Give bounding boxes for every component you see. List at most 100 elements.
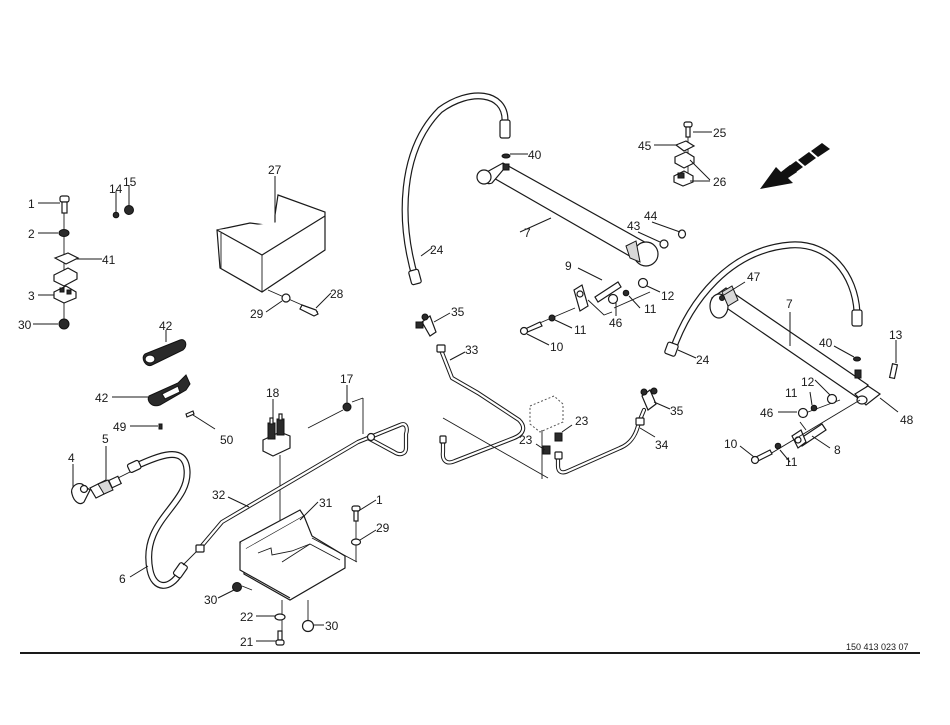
screw-50[interactable]	[185, 410, 216, 430]
nut-12[interactable]	[637, 277, 649, 289]
washer-11d[interactable]	[774, 442, 782, 450]
drawing-number: 150 413 023 07	[846, 642, 909, 652]
callout-30-left: 30	[204, 593, 218, 607]
callout-35-left: 35	[451, 305, 465, 319]
callout-7-lower: 7	[786, 297, 793, 311]
nut-30b[interactable]	[232, 582, 242, 592]
bolt-1b[interactable]	[351, 505, 361, 522]
bolt-28[interactable]	[299, 304, 319, 317]
callout-43: 43	[627, 219, 641, 233]
hydraulic-cylinder-7-lower[interactable]	[709, 281, 882, 406]
callout-15: 15	[123, 175, 137, 189]
callout-24-lower: 24	[696, 353, 710, 367]
seal-ring-40[interactable]	[501, 153, 511, 159]
pin-8[interactable]	[791, 421, 831, 449]
callout-6: 6	[119, 572, 126, 586]
callout-9: 9	[565, 259, 572, 273]
callout-26: 26	[713, 175, 727, 189]
callout-12-lower: 12	[801, 375, 815, 389]
hose-24-upper[interactable]	[401, 92, 511, 286]
callout-34: 34	[655, 438, 669, 452]
fitting-35-left[interactable]	[415, 312, 451, 337]
pin-13[interactable]	[888, 340, 899, 380]
callout-27: 27	[268, 163, 282, 177]
callout-22: 22	[240, 610, 254, 624]
bolt-21[interactable]	[275, 630, 285, 646]
callout-49: 49	[113, 420, 127, 434]
washer-11c[interactable]	[810, 404, 818, 412]
clamp-assembly-left	[33, 185, 134, 330]
o-ring-43[interactable]	[659, 239, 669, 249]
callout-24-upper: 24	[430, 243, 444, 257]
fitting-23b[interactable]	[554, 424, 573, 442]
hose-24-lower[interactable]	[664, 241, 863, 357]
pipe-34[interactable]	[554, 407, 656, 475]
grease-nipple-47[interactable]	[719, 295, 725, 301]
callout-30-right: 30	[325, 619, 339, 633]
bracket-fasteners	[217, 499, 377, 646]
nut-30[interactable]	[58, 318, 70, 330]
dust-cap-4[interactable]	[71, 464, 91, 505]
pin-9[interactable]	[573, 267, 622, 316]
nut-30c[interactable]	[301, 619, 315, 633]
callout-1: 1	[28, 197, 35, 211]
bushing-46[interactable]	[607, 293, 619, 305]
callout-23-left: 23	[519, 433, 533, 447]
cover-27[interactable]	[216, 176, 326, 293]
callout-10-lower: 10	[724, 437, 738, 451]
nut-15[interactable]	[124, 205, 134, 215]
callout-11-upper-left: 11	[574, 323, 587, 337]
fitting-23a[interactable]	[535, 443, 551, 455]
bushing-46b[interactable]	[797, 407, 809, 419]
callout-46-lower: 46	[760, 406, 774, 420]
bracket-31[interactable]	[239, 501, 358, 601]
fitting-35-right[interactable]	[640, 387, 671, 411]
callout-41: 41	[102, 253, 116, 267]
nut-17[interactable]	[307, 385, 352, 429]
callout-12-upper: 12	[661, 289, 675, 303]
callout-11-lower-upper: 11	[785, 386, 798, 400]
callout-29: 29	[250, 307, 264, 321]
pipe-32[interactable]	[195, 397, 409, 553]
screw-49[interactable]	[130, 423, 163, 430]
dashed-block	[442, 395, 564, 479]
hydraulic-cylinder-7-upper[interactable]	[476, 162, 659, 267]
callout-47: 47	[747, 270, 761, 284]
nut-14[interactable]	[112, 211, 120, 219]
clamp-upper[interactable]	[53, 267, 78, 287]
fasteners-27	[265, 289, 332, 317]
seal-ring-40b[interactable]	[853, 356, 861, 362]
washer-29[interactable]	[281, 293, 291, 303]
callout-3: 3	[28, 289, 35, 303]
plate-41[interactable]	[53, 252, 80, 265]
washer-29b[interactable]	[350, 538, 362, 546]
callout-48: 48	[900, 413, 914, 427]
coupler-holder-42-lower[interactable]	[112, 374, 191, 407]
hydraulic-hose-6[interactable]	[126, 451, 199, 589]
washer-11[interactable]	[548, 314, 556, 322]
callout-28: 28	[330, 287, 344, 301]
callout-11-lower: 11	[785, 455, 798, 469]
callout-5: 5	[102, 432, 109, 446]
coupler-holder-42-upper[interactable]	[142, 330, 187, 367]
callout-35-right: 35	[670, 404, 684, 418]
callout-13: 13	[889, 328, 903, 342]
callout-23-right: 23	[575, 414, 589, 428]
callout-44: 44	[644, 209, 658, 223]
clamp-half-3[interactable]	[53, 285, 77, 304]
callout-2: 2	[28, 227, 35, 241]
pipe-33[interactable]	[436, 344, 526, 465]
washer-2[interactable]	[58, 229, 70, 237]
bolt-1[interactable]	[59, 195, 70, 214]
callout-30: 30	[18, 318, 32, 332]
plate-45[interactable]	[674, 140, 696, 152]
bolt-25[interactable]	[683, 121, 693, 138]
nut-12b[interactable]	[826, 393, 838, 405]
quick-coupler-5[interactable]	[89, 446, 131, 499]
o-ring-44[interactable]	[677, 229, 687, 239]
washer-11b[interactable]	[622, 289, 630, 297]
clamp-26-upper[interactable]	[674, 151, 695, 169]
callout-7-upper: 7	[524, 226, 531, 240]
callout-17: 17	[340, 372, 354, 386]
washer-22[interactable]	[274, 613, 286, 621]
